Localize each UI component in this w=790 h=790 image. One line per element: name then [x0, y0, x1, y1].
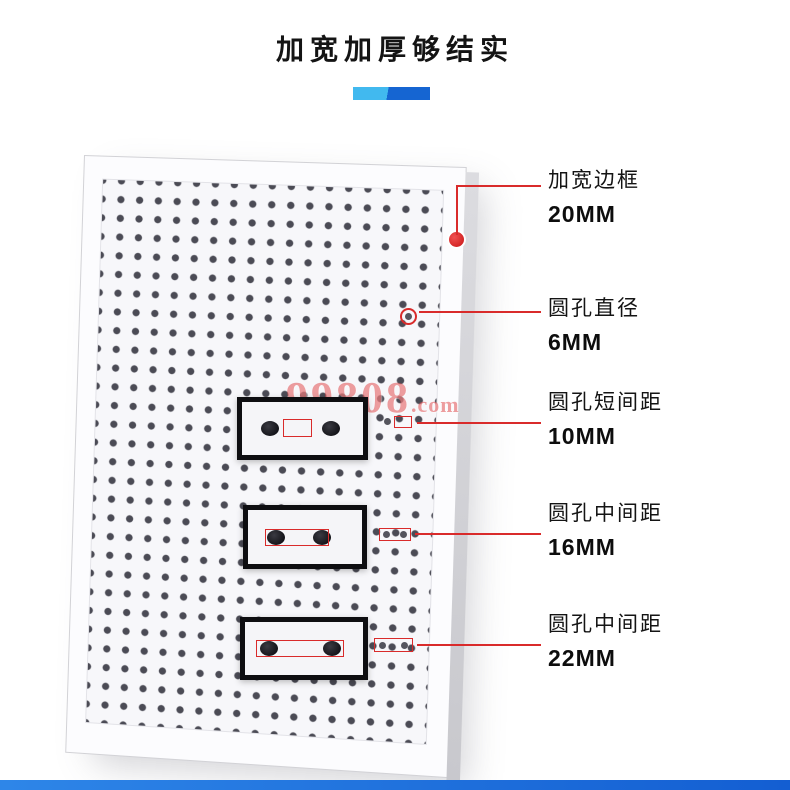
indicator-10mm [382, 414, 414, 430]
hole-dot [401, 642, 408, 649]
hole-dot [384, 418, 391, 425]
annotation-center-spacing-22: 圆孔中间距 22MM [548, 612, 663, 672]
annotation-label: 圆孔直径 [548, 297, 640, 320]
annotation-value: 22MM [548, 645, 616, 671]
magnified-hole [313, 530, 331, 545]
border-width-marker-dot [449, 232, 464, 247]
annotation-value: 10MM [548, 423, 616, 449]
annotation-label: 圆孔中间距 [548, 502, 663, 525]
measure-rect-16mm [265, 529, 329, 546]
measure-rect-small-22mm [374, 638, 413, 652]
page-title: 加宽加厚够结实 [275, 35, 514, 66]
annotation-value: 6MM [548, 329, 603, 355]
hole-dot [400, 531, 407, 538]
magnified-hole [260, 641, 278, 656]
leader-line-10mm [417, 422, 541, 424]
bottom-accent-bar [0, 780, 790, 790]
callout-box-10mm [237, 397, 368, 460]
annotation-border-width: 加宽边框 20MM [548, 168, 640, 228]
indicator-22mm [374, 636, 415, 654]
leader-line-20mm-vertical [456, 185, 458, 235]
annotation-value: 20MM [548, 201, 616, 227]
annotation-short-spacing: 圆孔短间距 10MM [548, 390, 663, 450]
annotation-label: 加宽边框 [548, 169, 640, 192]
pegboard [65, 155, 467, 779]
hole-dot [383, 531, 390, 538]
annotation-label: 圆孔短间距 [548, 391, 663, 414]
annotation-label: 圆孔中间距 [548, 613, 663, 636]
leader-line-22mm [417, 644, 541, 646]
callout-box-16mm [243, 505, 367, 569]
hole-dot [405, 313, 412, 320]
magnified-hole [261, 421, 279, 436]
measure-rect-small-10mm [394, 416, 412, 428]
leader-line-6mm [419, 311, 541, 313]
magnified-hole [322, 421, 340, 436]
leader-line-16mm [415, 533, 541, 535]
title-accent-bar [353, 87, 430, 100]
annotation-value: 16MM [548, 534, 616, 560]
measure-rect-small-16mm [379, 528, 411, 541]
callout-box-22mm [240, 617, 368, 680]
hole-dot [379, 642, 386, 649]
indicator-16mm [379, 526, 413, 543]
measure-rect-10mm [283, 419, 312, 437]
watermark-suffix: .com [411, 392, 460, 417]
measure-rect-22mm [256, 640, 344, 657]
magnified-hole [323, 641, 341, 656]
annotation-hole-diameter: 圆孔直径 6MM [548, 296, 640, 356]
leader-line-20mm [457, 185, 541, 187]
magnified-hole [267, 530, 285, 545]
hole-diameter-ring [400, 308, 417, 325]
annotation-center-spacing-16: 圆孔中间距 16MM [548, 501, 663, 561]
